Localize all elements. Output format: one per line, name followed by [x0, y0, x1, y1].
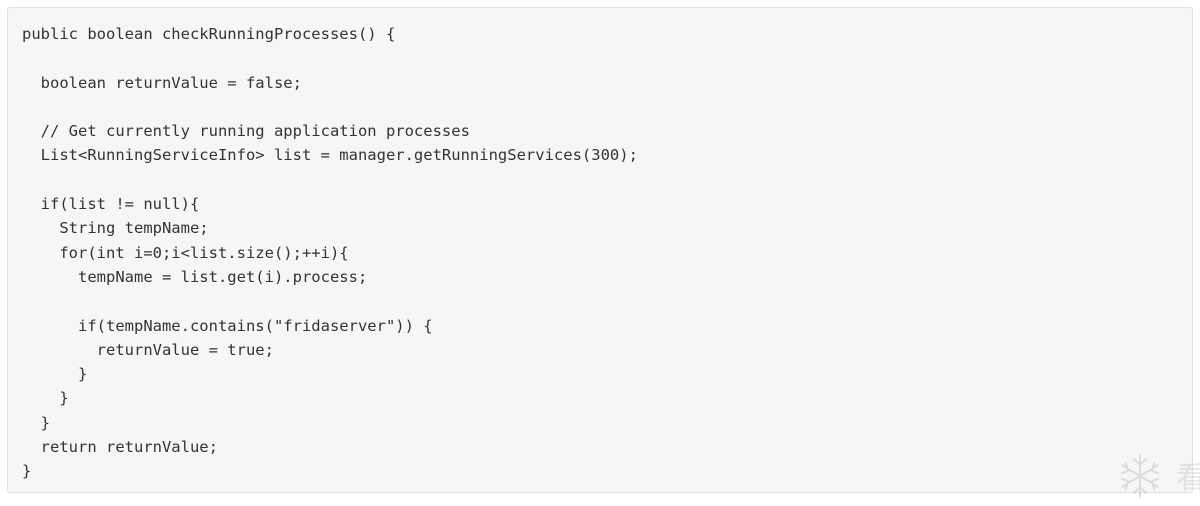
code-line-2 — [22, 46, 638, 70]
code-line-18: return returnValue; — [22, 435, 638, 459]
code-line-12 — [22, 289, 638, 313]
code-line-3: boolean returnValue = false; — [22, 71, 638, 95]
code-line-9: String tempName; — [22, 216, 638, 240]
code-block: public boolean checkRunningProcesses() {… — [7, 7, 1193, 493]
snowflake-icon — [1110, 449, 1170, 501]
code-line-7 — [22, 168, 638, 192]
code-line-19: } — [22, 459, 638, 483]
code-line-5: // Get currently running application pro… — [22, 119, 638, 143]
code-line-6: List<RunningServiceInfo> list = manager.… — [22, 143, 638, 167]
code-lines: public boolean checkRunningProcesses() {… — [22, 22, 638, 484]
code-line-11: tempName = list.get(i).process; — [22, 265, 638, 289]
code-line-14: returnValue = true; — [22, 338, 638, 362]
code-line-17: } — [22, 411, 638, 435]
watermark-text: 看 — [1176, 459, 1200, 499]
code-line-1: public boolean checkRunningProcesses() { — [22, 22, 638, 46]
code-line-4 — [22, 95, 638, 119]
code-line-15: } — [22, 362, 638, 386]
watermark: 看 — [1110, 449, 1200, 501]
code-line-8: if(list != null){ — [22, 192, 638, 216]
code-line-10: for(int i=0;i<list.size();++i){ — [22, 241, 638, 265]
code-line-16: } — [22, 386, 638, 410]
code-line-13: if(tempName.contains("fridaserver")) { — [22, 314, 638, 338]
